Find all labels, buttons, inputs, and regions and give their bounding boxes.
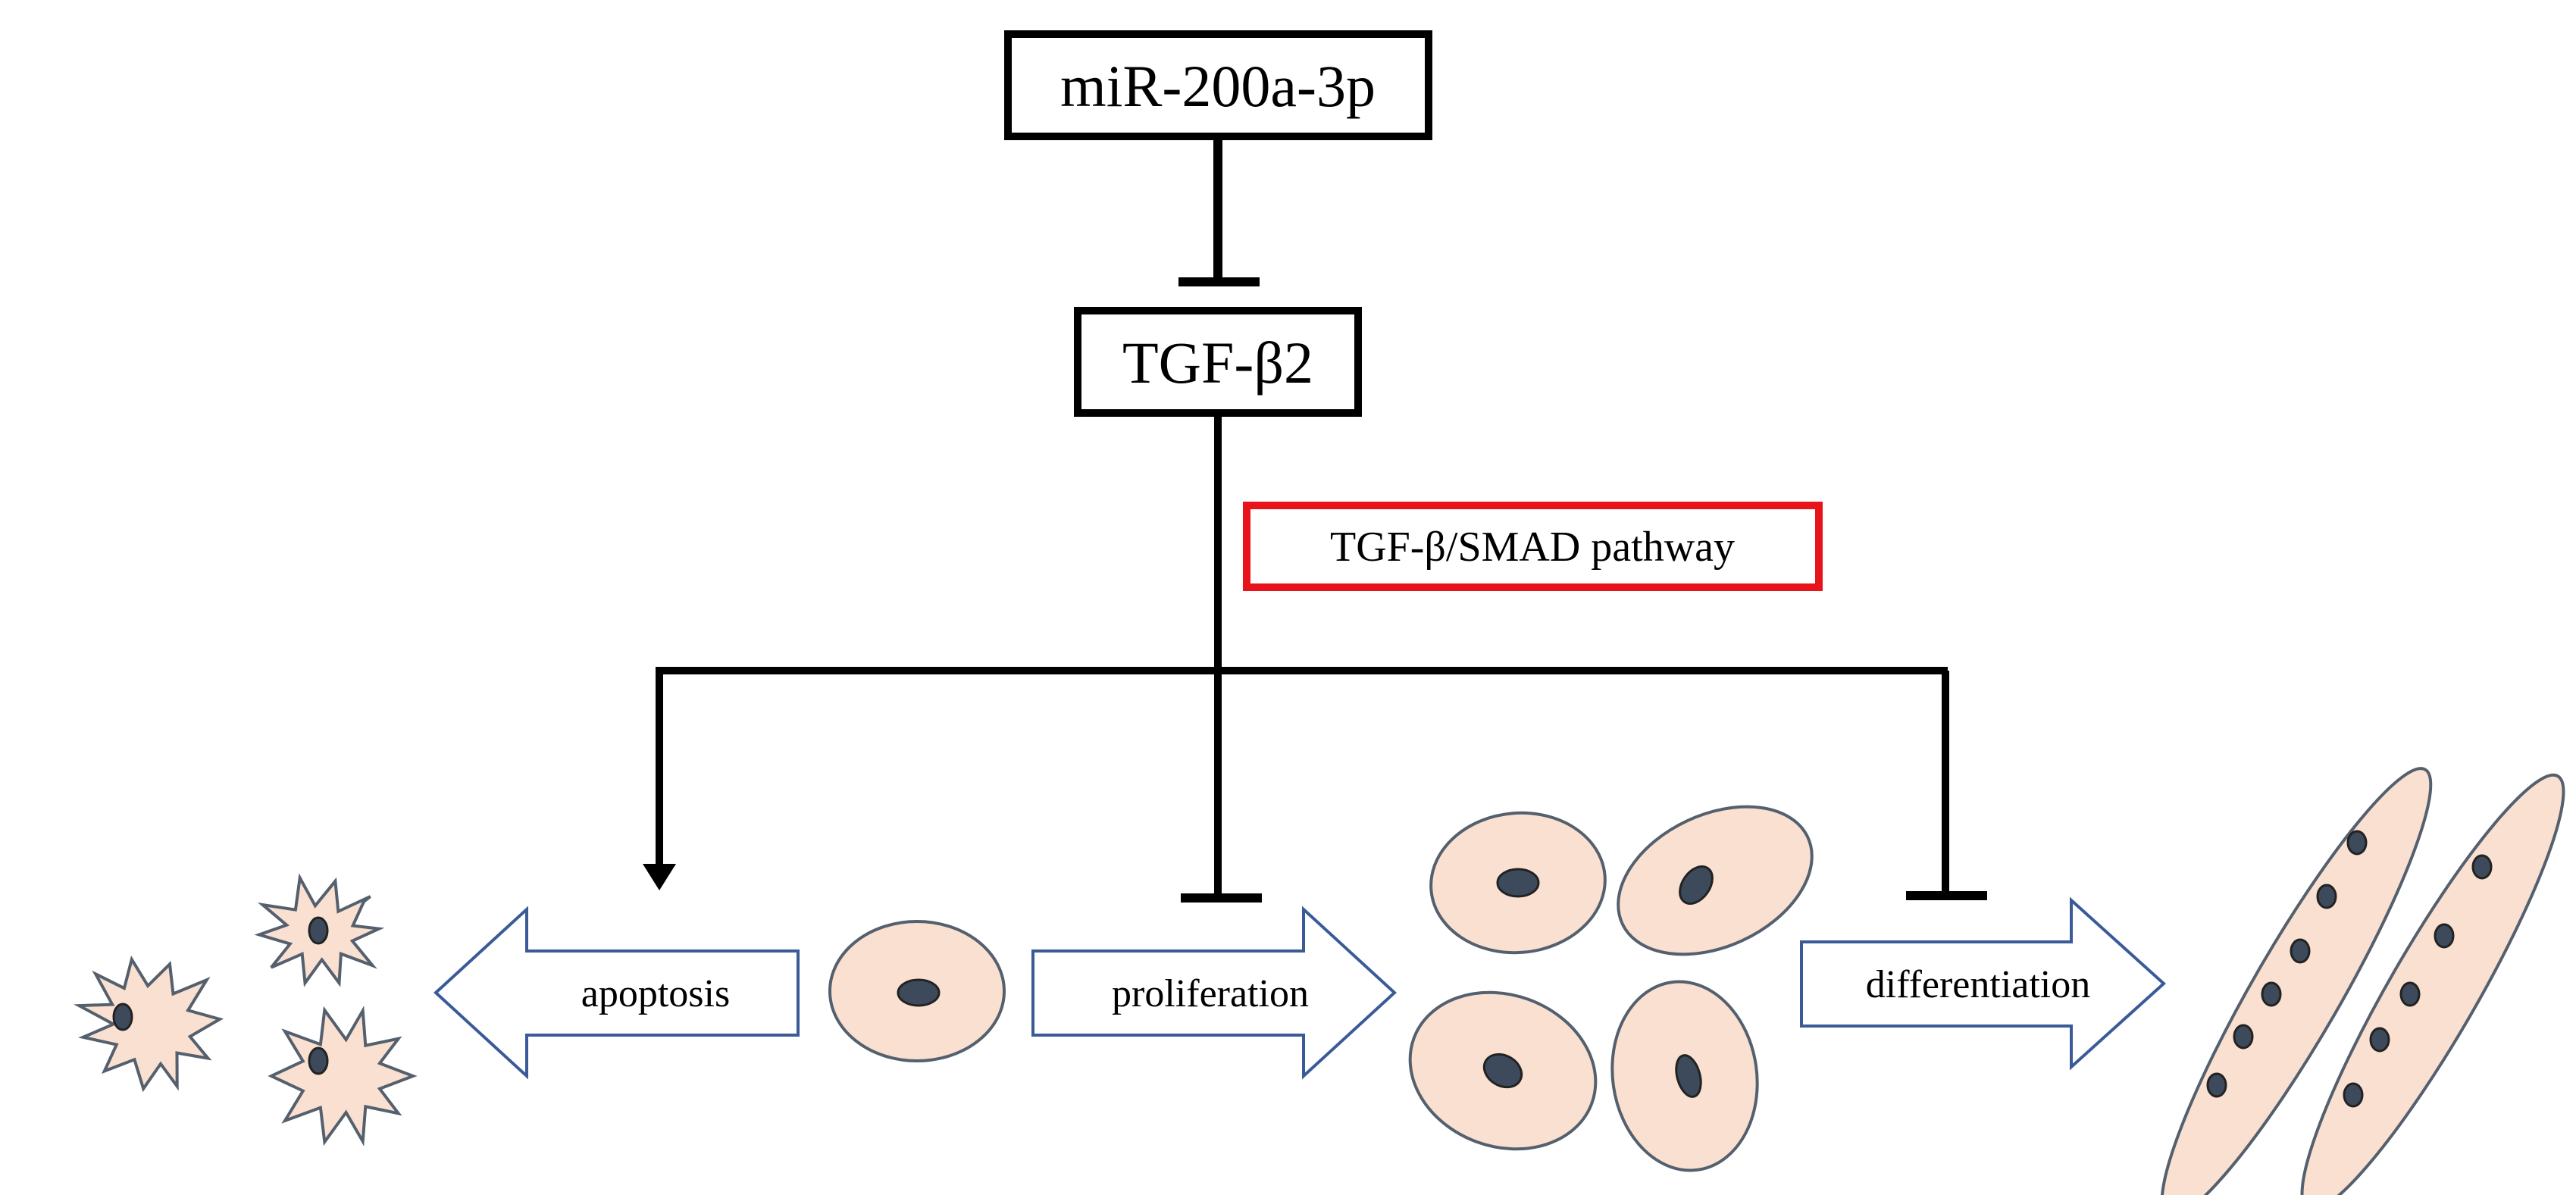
inhibits-proliferation-bar	[1181, 671, 1262, 903]
inhibits-differentiation-bar	[1906, 671, 1987, 900]
proliferation-arrow: proliferation	[1031, 906, 1397, 1080]
proliferated-cell	[1429, 811, 1607, 955]
apoptotic-cells	[73, 873, 418, 1147]
single-cell	[828, 920, 1006, 1062]
apoptotic-cell	[73, 956, 224, 1093]
proliferated-cell	[1610, 980, 1759, 1172]
differentiated-cells	[2160, 767, 2565, 1195]
mirna-label: miR-200a-3p	[1060, 53, 1376, 119]
differentiation-arrow: differentiation	[1800, 896, 2166, 1071]
differentiation-label: differentiation	[1866, 963, 2091, 1006]
tgfb2-node: TGF-β2	[1074, 307, 1362, 417]
apoptosis-arrow: apoptosis	[434, 906, 800, 1080]
mirna-node: miR-200a-3p	[1004, 30, 1432, 140]
promotes-apoptosis-arrow	[643, 671, 676, 890]
myotube-cell	[2300, 773, 2565, 1195]
pathway-box: TGF-β/SMAD pathway	[1243, 502, 1823, 591]
proliferated-cells	[1408, 805, 1814, 1172]
apoptotic-cell	[268, 1006, 418, 1147]
mirna-inhibits-tgfb2	[1178, 136, 1260, 286]
tgfb2-label: TGF-β2	[1122, 330, 1313, 396]
apoptosis-label: apoptosis	[581, 972, 730, 1015]
myotube-cell	[2160, 767, 2433, 1195]
branch-connectors	[656, 413, 1948, 674]
proliferated-cell	[1617, 805, 1814, 956]
proliferated-cell	[1408, 990, 1598, 1151]
pathway-label: TGF-β/SMAD pathway	[1330, 524, 1735, 571]
proliferation-label: proliferation	[1112, 972, 1309, 1015]
